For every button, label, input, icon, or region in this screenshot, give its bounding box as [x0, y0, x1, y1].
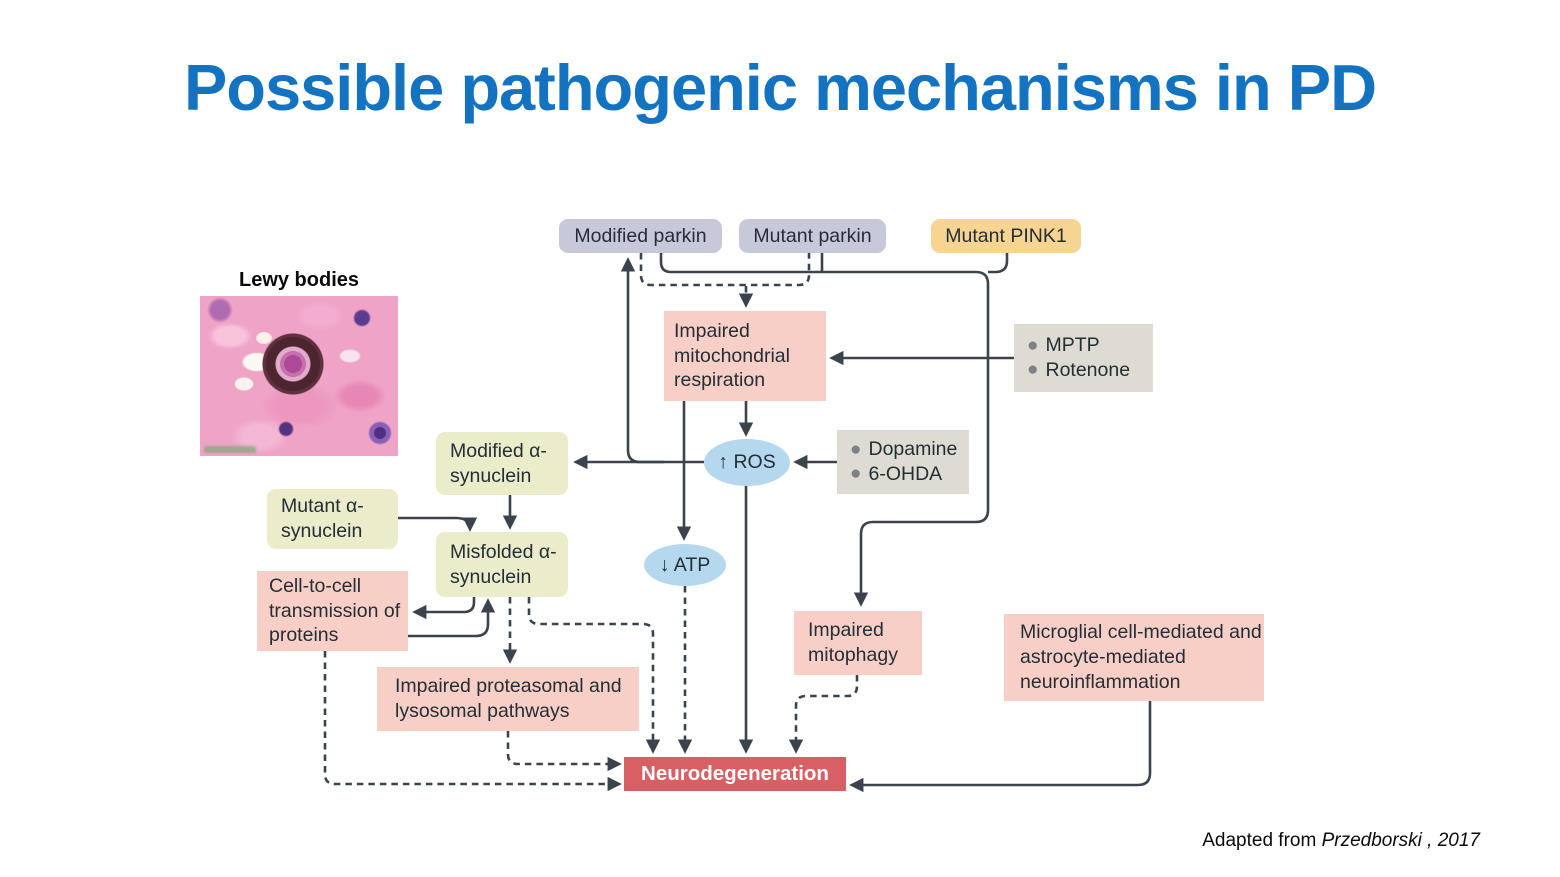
- list-item: ● Rotenone: [1027, 358, 1130, 383]
- line-mutant-pink1-stub: [988, 253, 1009, 274]
- dashed-arrow-misfolded-to-neurodegeneration: [527, 597, 661, 754]
- list-item: ● 6-OHDA: [850, 462, 942, 487]
- arrow-mutant-asyn-to-misfolded-asyn: [398, 516, 478, 532]
- dashed-arrow-proteasomal-to-neurodegeneration: [506, 731, 622, 772]
- node-neurodegeneration: Neurodegeneration: [624, 757, 846, 791]
- node-mutant-pink1: Mutant PINK1: [931, 219, 1081, 253]
- node-misfolded-asynuclein: Misfolded α-synuclein: [436, 532, 568, 597]
- citation: Adapted from Przedborski , 2017: [1202, 830, 1480, 852]
- node-impaired-mitophagy: Impaired mitophagy: [794, 611, 922, 675]
- bullet-icon: ●: [1027, 334, 1039, 356]
- node-ros: ↑ ROS: [704, 439, 790, 486]
- page-title: Possible pathogenic mechanisms in PD: [183, 51, 1377, 124]
- dashed-arrow-cell-to-cell-to-neurodegeneration: [323, 651, 622, 792]
- node-mutant-parkin: Mutant parkin: [739, 219, 886, 253]
- list-item: ● MPTP: [1027, 333, 1100, 358]
- line-parkin-pink1-bracket-to-mitophagy: [659, 253, 990, 607]
- toxin-label: 6-OHDA: [868, 463, 943, 485]
- node-modified-asynuclein: Modified α-synuclein: [436, 432, 568, 495]
- node-atp: ↓ ATP: [644, 544, 726, 586]
- lewy-bodies-histology-image: [200, 296, 398, 456]
- node-impaired-proteasomal-lysosomal: Impaired proteasomal and lysosomal pathw…: [377, 667, 639, 731]
- node-modified-parkin: Modified parkin: [559, 219, 722, 253]
- image-watermark: [204, 446, 256, 453]
- arrow-misfolded-asyn-to-cell-to-cell: [412, 597, 476, 620]
- arrow-microglial-to-neurodegeneration: [849, 701, 1152, 793]
- dashed-arrow-mitophagy-to-neurodegeneration: [788, 675, 859, 754]
- arrow-cell-to-cell-to-misfolded-asyn: [408, 598, 496, 638]
- lewy-bodies-label: Lewy bodies: [238, 269, 360, 291]
- list-item: ● Dopamine: [850, 437, 957, 462]
- node-mptp-rotenone: ● MPTP ● Rotenone: [1014, 324, 1153, 392]
- bullet-icon: ●: [1027, 359, 1039, 381]
- dashed-bracket-modified-mutant-parkin: [639, 253, 811, 287]
- citation-prefix: Adapted from: [1202, 830, 1322, 851]
- toxin-label: Rotenone: [1045, 359, 1131, 381]
- bullet-icon: ●: [850, 438, 862, 460]
- arrow-ros-to-modified-parkin: [620, 257, 664, 464]
- bullet-icon: ●: [850, 463, 862, 485]
- node-microglial-neuroinflammation: Microglial cell-mediated and astrocyte-m…: [1004, 614, 1264, 701]
- toxin-label: Dopamine: [868, 438, 958, 461]
- toxin-label: MPTP: [1045, 334, 1100, 357]
- citation-source: Przedborski , 2017: [1321, 830, 1480, 851]
- node-impaired-mitochondrial-respiration: Impaired mitochondrial respiration: [664, 311, 826, 401]
- node-dopamine-6ohda: ● Dopamine ● 6-OHDA: [837, 430, 969, 494]
- node-mutant-asynuclein: Mutant α-synuclein: [267, 489, 398, 549]
- node-cell-to-cell-transmission: Cell-to-cell transmission of proteins: [257, 571, 408, 651]
